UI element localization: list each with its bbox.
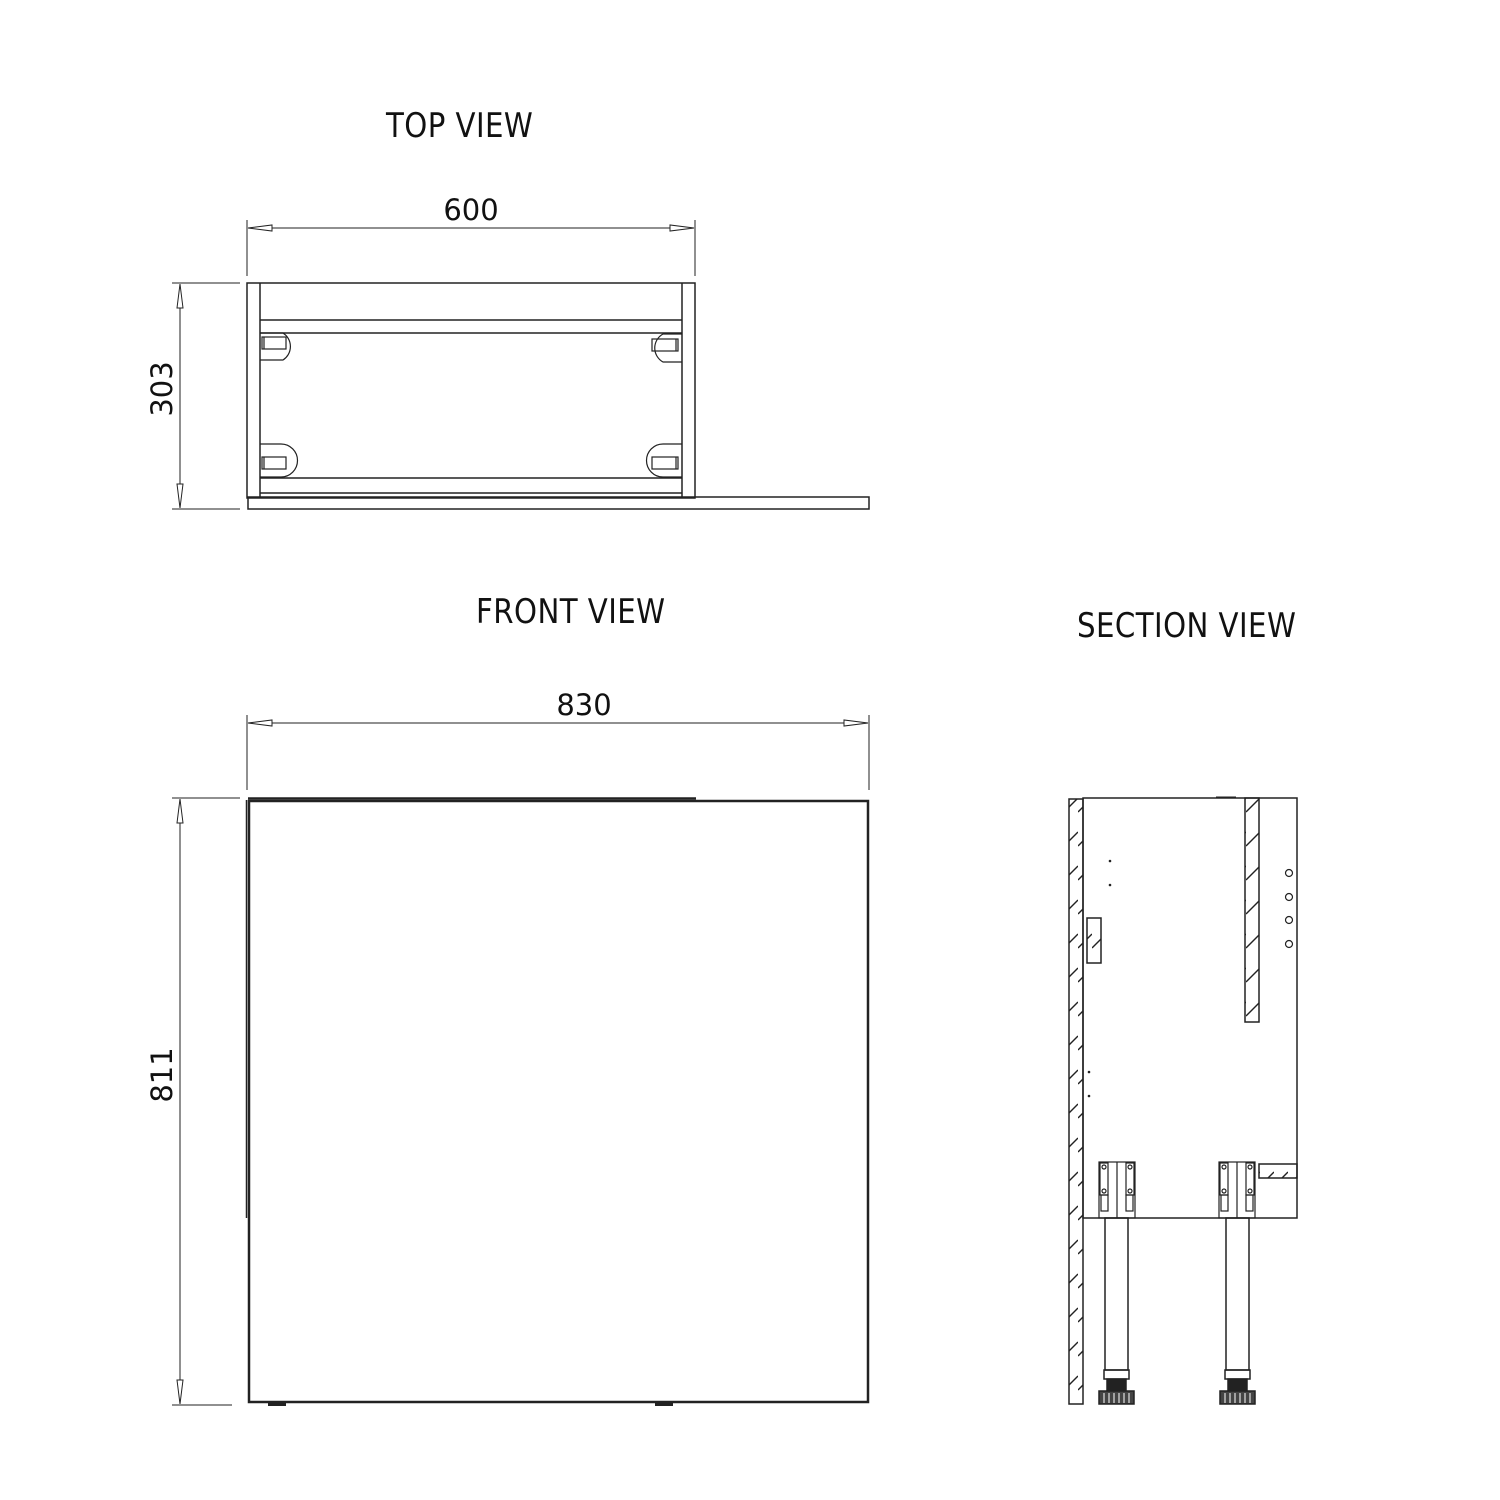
section-view: [1068, 796, 1298, 1405]
section-leg-bracket-right: [1218, 1161, 1256, 1219]
front-foot-right: [655, 1403, 673, 1406]
section-bottom-rail: [1258, 1163, 1298, 1179]
section-wall: [1068, 798, 1084, 1405]
section-holes: [1284, 868, 1294, 949]
section-leg-left: [1098, 1217, 1135, 1405]
section-leg-right: [1219, 1217, 1256, 1405]
section-cabinet-outline: [1082, 797, 1298, 1219]
top-width-label: 600: [443, 193, 498, 227]
top-depth-dimension: 303: [145, 282, 240, 510]
front-width-dimension: 830: [246, 688, 870, 790]
section-view-title: SECTION VIEW: [1077, 606, 1297, 646]
section-divider: [1244, 797, 1260, 1023]
top-view-title: TOP VIEW: [386, 106, 534, 146]
section-leg-bracket-left: [1098, 1161, 1136, 1219]
top-depth-label: 303: [145, 361, 179, 416]
top-width-dimension: 600: [246, 193, 696, 276]
bracket-bottom-right: [645, 443, 682, 478]
bracket-bottom-left: [260, 443, 299, 478]
front-view-title: FRONT VIEW: [476, 592, 666, 632]
section-wall-bracket: [1086, 917, 1102, 964]
top-panel: [247, 496, 870, 510]
front-view: 830 811: [145, 688, 870, 1406]
top-carcass-outline: [246, 282, 696, 499]
front-height-label: 811: [145, 1047, 179, 1102]
front-width-label: 830: [556, 688, 611, 722]
front-height-dimension: 811: [145, 797, 240, 1406]
front-door-panel: [247, 799, 870, 1404]
bracket-top-right: [651, 333, 682, 363]
bracket-top-left: [260, 332, 292, 361]
front-foot-left: [268, 1403, 286, 1406]
top-view: 600 303: [145, 193, 870, 510]
